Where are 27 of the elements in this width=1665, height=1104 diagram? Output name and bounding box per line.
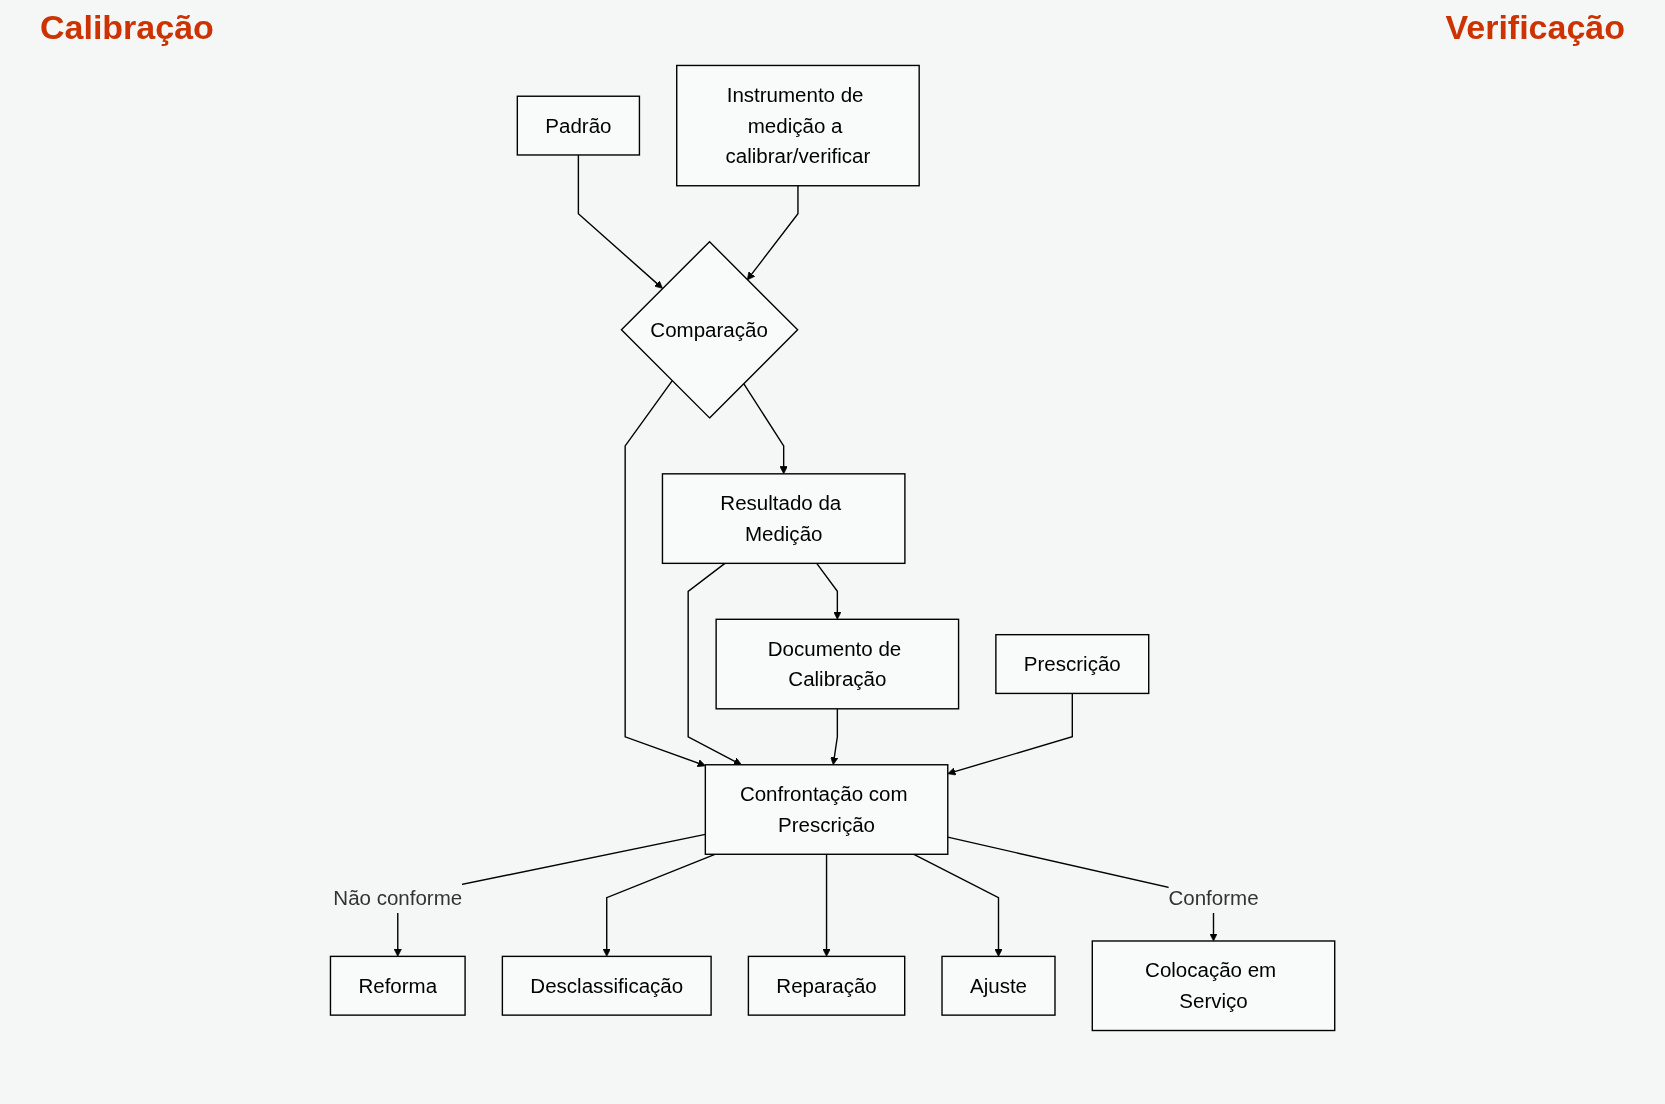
section-heading: Calibração (40, 8, 214, 48)
node-box: Reforma (329, 955, 466, 1016)
edge-label: Conforme (1168, 885, 1259, 910)
arrow (913, 853, 1003, 957)
arrow (624, 380, 706, 768)
arrow (577, 154, 663, 289)
arrow (742, 382, 788, 475)
node-box: Documento de Calibração (715, 618, 960, 710)
node-box: Ajuste (941, 955, 1056, 1016)
node-diamond: Comparação (620, 240, 799, 419)
node-box: Prescrição (995, 633, 1150, 695)
node-box: Desclassificação (501, 955, 712, 1016)
arrow (830, 708, 839, 766)
arrow (822, 853, 831, 957)
node-box: Colocação em Serviço (1091, 940, 1336, 1032)
arrow (687, 562, 742, 766)
arrow (815, 562, 842, 620)
node-box: Reparação (747, 955, 906, 1016)
node-box: Confrontação com Prescrição (704, 764, 949, 855)
node-box: Resultado da Medição (661, 473, 906, 565)
edge-label: Não conforme (333, 885, 463, 910)
section-heading: Verificação (1445, 8, 1625, 48)
arrow (746, 185, 799, 281)
node-box: Instrumento de medição a calibrar/verificar (675, 64, 920, 187)
node-box: Padrão (516, 95, 641, 156)
arrow (602, 853, 716, 957)
arrow (947, 692, 1073, 776)
